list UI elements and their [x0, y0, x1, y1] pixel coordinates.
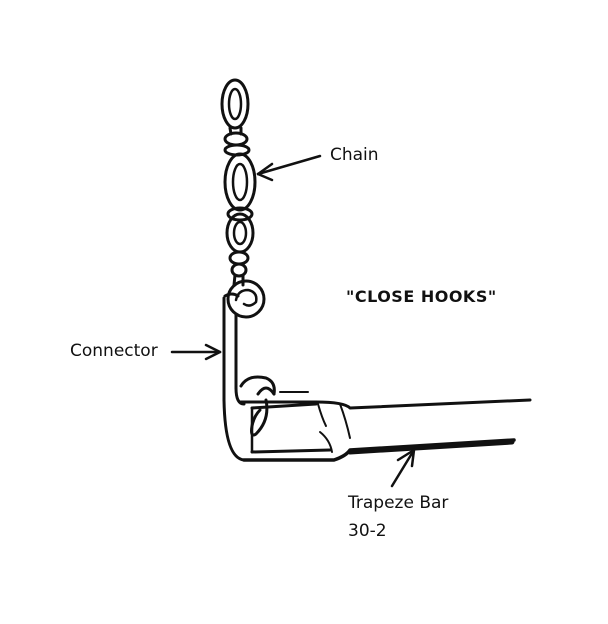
connector-part: [222, 279, 309, 462]
trapeze-bar: [238, 398, 532, 462]
close-hooks-note: "CLOSE HOOKS": [346, 287, 497, 306]
connector-label: Connector: [70, 341, 158, 361]
chain-assembly: [220, 78, 257, 287]
trapeze-bar-part-number: 30-2: [348, 521, 387, 541]
chain-label: Chain: [330, 145, 379, 165]
trapeze-bar-label: Trapeze Bar: [348, 493, 449, 513]
leader-lines: [170, 154, 416, 488]
